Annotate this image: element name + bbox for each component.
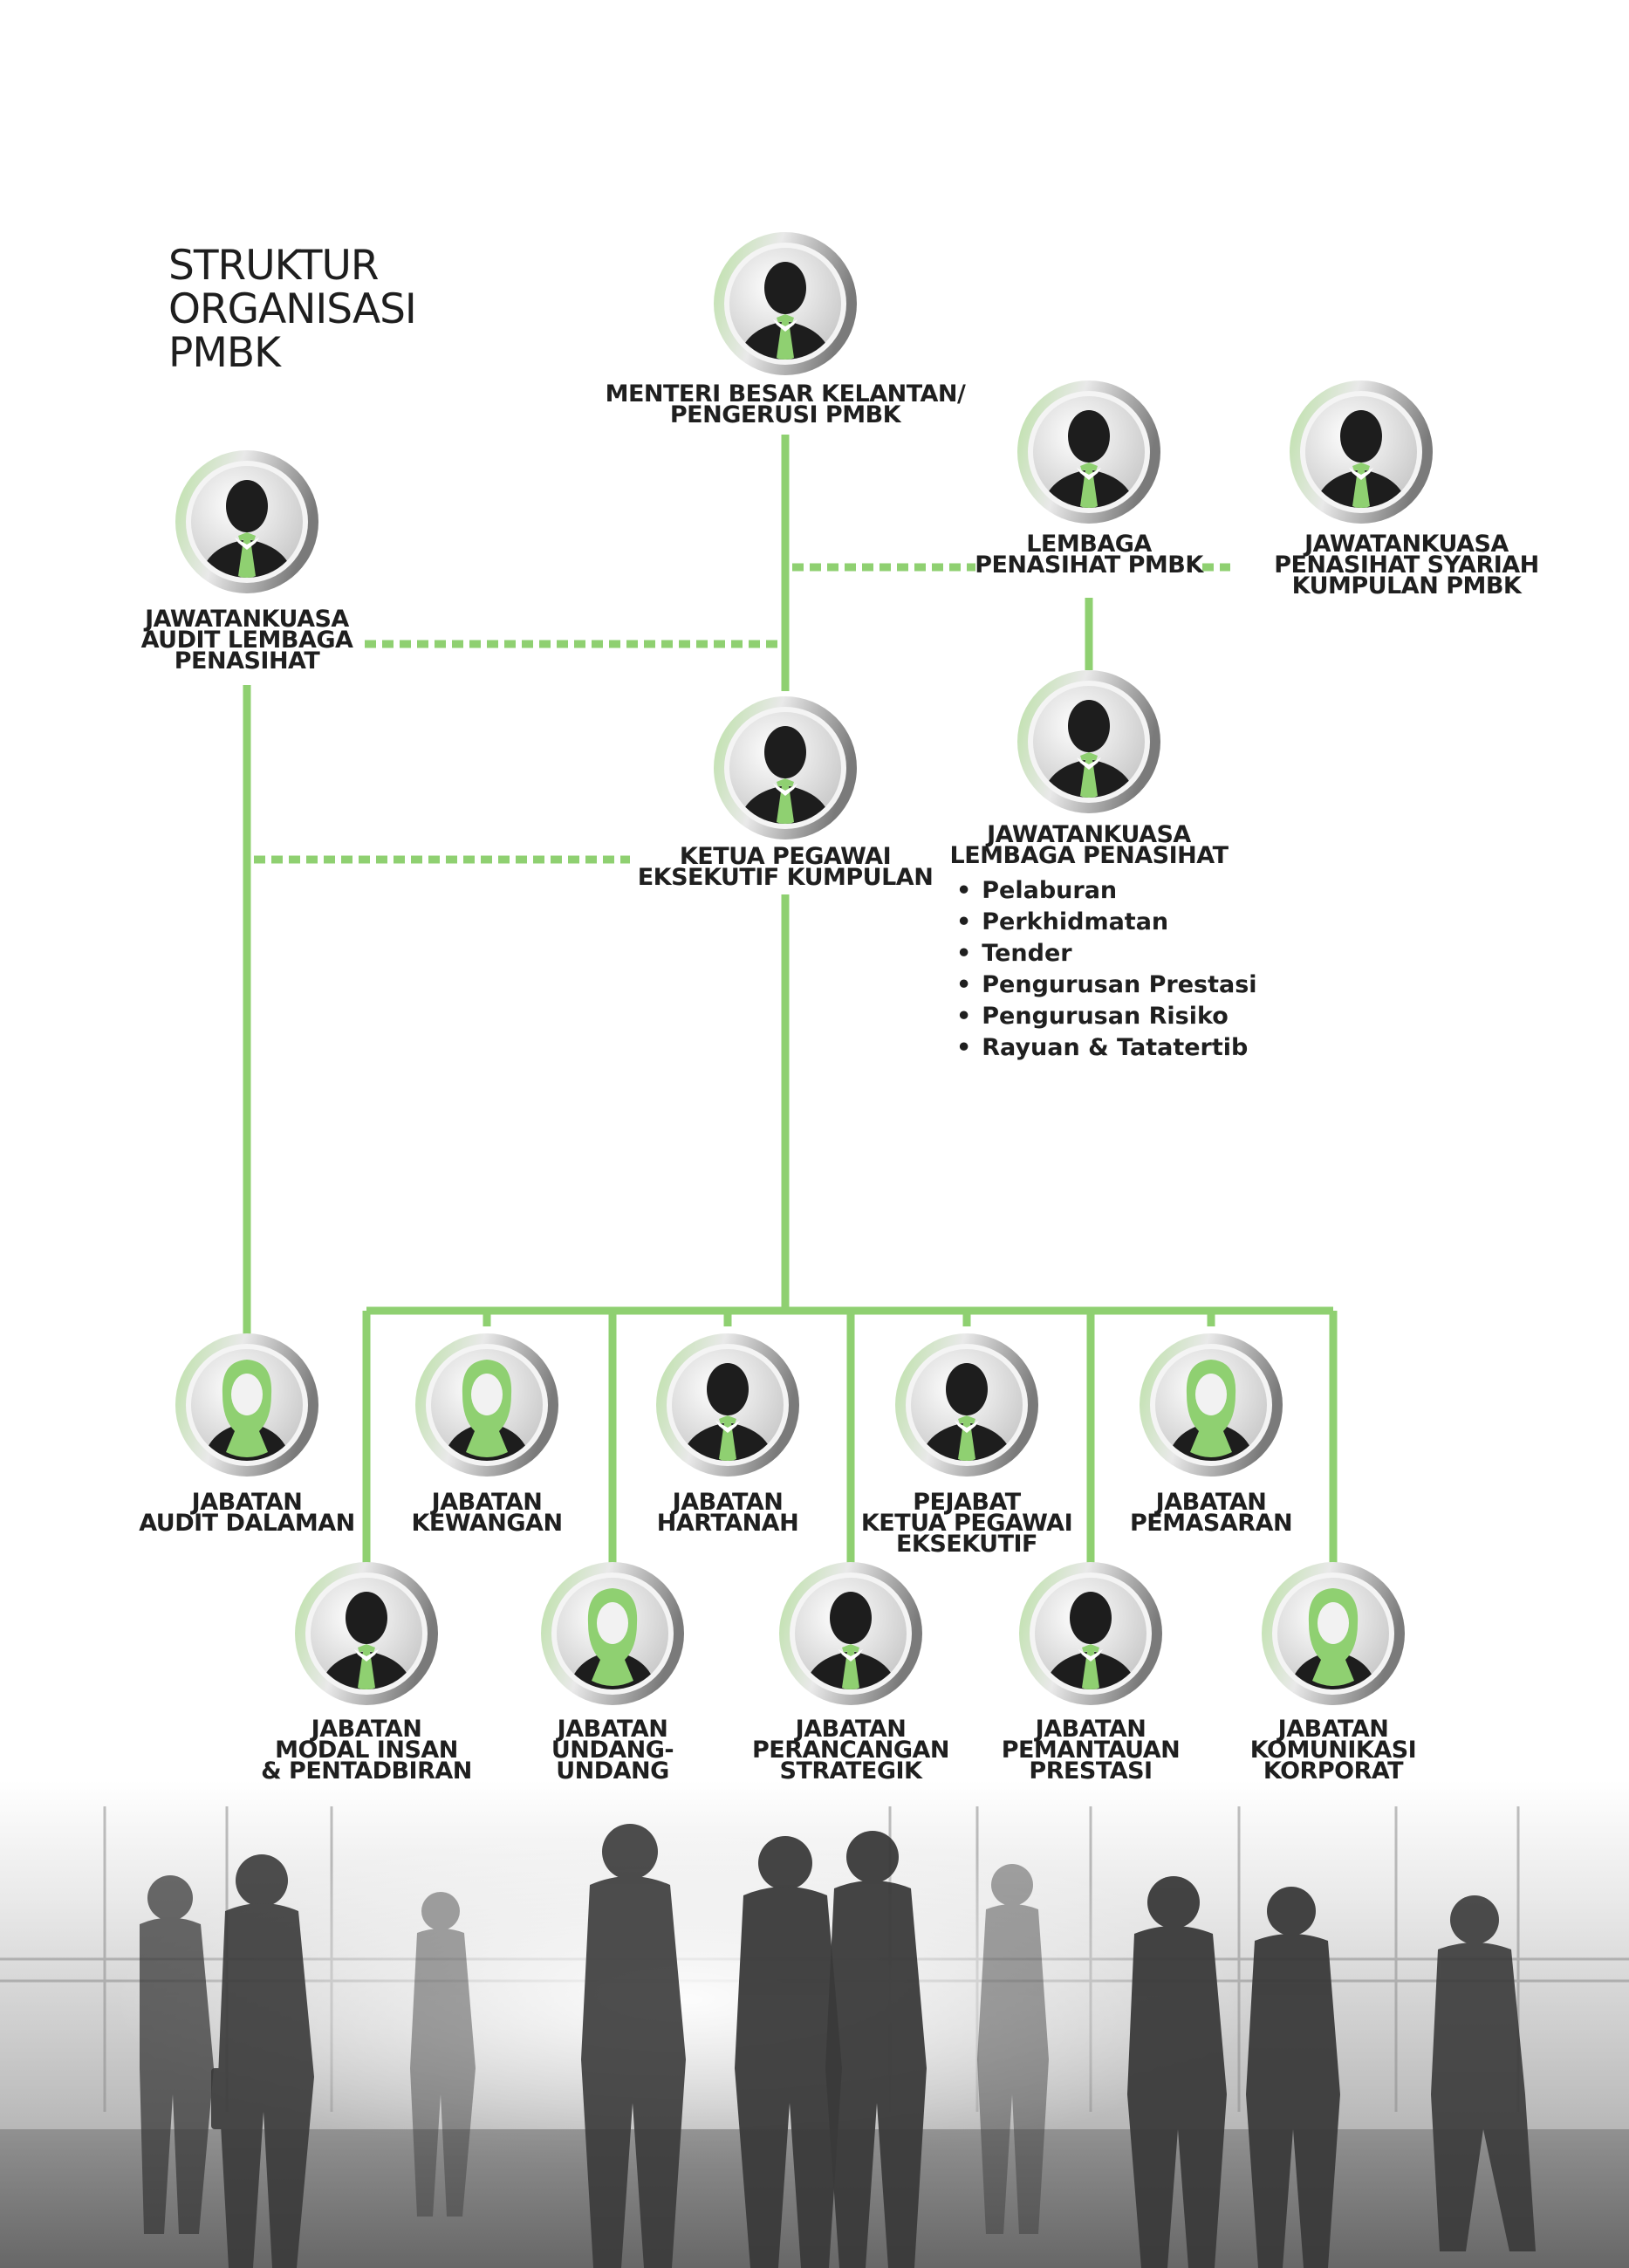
node-label-line: EKSEKUTIF KUMPULAN [637, 864, 934, 891]
avatar [1016, 668, 1162, 815]
node-label-line: PENGERUSI PMBK [669, 401, 901, 428]
avatar [174, 1332, 320, 1478]
title-line-2: ORGANISASI [168, 285, 417, 333]
node-label-line: JABATAN [431, 1489, 543, 1516]
committee-list-item: Pengurusan Prestasi [956, 970, 1256, 1001]
committee-list-item: Tender [956, 938, 1257, 970]
node-label-line: KETUA PEGAWAI [860, 1510, 1073, 1537]
committee-list-item: Pelaburan [956, 875, 1257, 907]
avatar [893, 1332, 1040, 1478]
avatar [712, 695, 859, 841]
avatar [1288, 379, 1434, 525]
node-label-line: LEMBAGA [1026, 531, 1152, 558]
node-label-line: EKSEKUTIF [895, 1531, 1038, 1558]
node-label-line: JABATAN [1155, 1489, 1267, 1516]
title-line-3: PMBK [168, 329, 281, 377]
avatar [1260, 1560, 1407, 1707]
node-label-line: JABATAN [795, 1716, 907, 1743]
avatar [1016, 379, 1162, 525]
node-label-line: PENASIHAT [174, 648, 320, 675]
node-label-line: LEMBAGA PENASIHAT [949, 842, 1229, 869]
node-label-line: PEMANTAUAN [1001, 1737, 1181, 1764]
avatar [1017, 1560, 1164, 1707]
avatar [539, 1560, 686, 1707]
committee-list: Pelaburan Perkhidmatan Tender Pengurusan… [956, 875, 1257, 1064]
avatar [1138, 1332, 1284, 1478]
node-label-line: KORPORAT [1263, 1758, 1404, 1785]
avatar [654, 1332, 801, 1478]
node-label-line: AUDIT DALAMAN [139, 1510, 355, 1537]
node-label-line: KUMPULAN PMBK [1291, 572, 1522, 600]
node-label-line: JABATAN [191, 1489, 303, 1516]
people-silhouettes [140, 1824, 1536, 2268]
node-label-line: JABATAN [672, 1489, 784, 1516]
node-label-line: JABATAN [557, 1716, 668, 1743]
node-label-line: HARTANAH [656, 1510, 799, 1537]
node-label-line: KETUA PEGAWAI [679, 843, 892, 870]
node-label-line: KEWANGAN [411, 1510, 563, 1537]
avatar [174, 449, 320, 595]
node-label-line: JAWATANKUASA [145, 606, 349, 633]
node-label-line: JAWATANKUASA [1304, 531, 1509, 558]
node-label-line: PRESTASI [1029, 1758, 1153, 1785]
page-title: STRUKTUR ORGANISASI PMBK [168, 242, 417, 377]
node-label-line: PERANCANGAN [752, 1737, 949, 1764]
committee-list-item: Pengurusan Risiko [956, 1001, 1257, 1032]
node-label-line: JABATAN [311, 1716, 422, 1743]
node-label-line: & PENTADBIRAN [261, 1758, 472, 1785]
node-label-line: MODAL INSAN [275, 1737, 458, 1764]
office-people-photo [0, 1780, 1629, 2268]
committee-list-item: Perkhidmatan [956, 907, 1257, 938]
avatar [293, 1560, 440, 1707]
node-label-line: PEJABAT [913, 1489, 1021, 1516]
node-label-line: STRATEGIK [779, 1758, 922, 1785]
node-label-line: UNDANG [556, 1758, 669, 1785]
node-label: MENTERI BESAR KELANTAN/PENGERUSI PMBK [558, 380, 1012, 428]
title-line-1: STRUKTUR [168, 242, 380, 290]
node-label-line: PENASIHAT SYARIAH [1274, 552, 1539, 579]
node-label-line: JABATAN [1277, 1716, 1389, 1743]
node-label-line: PENASIHAT PMBK [975, 552, 1203, 579]
committee-list-item: Rayuan & Tatatertib [956, 1032, 1257, 1064]
node-label-line: MENTERI BESAR KELANTAN/ [605, 380, 966, 408]
node-label-line: PEMASARAN [1129, 1510, 1293, 1537]
node-label-line: UNDANG- [551, 1737, 674, 1764]
avatar [712, 230, 859, 377]
node-label-line: KOMUNIKASI [1249, 1737, 1417, 1764]
node-label-line: JABATAN [1035, 1716, 1146, 1743]
avatar [414, 1332, 560, 1478]
node-label-line: JAWATANKUASA [987, 821, 1191, 848]
node-label-line: AUDIT LEMBAGA [140, 627, 353, 654]
avatar [777, 1560, 924, 1707]
